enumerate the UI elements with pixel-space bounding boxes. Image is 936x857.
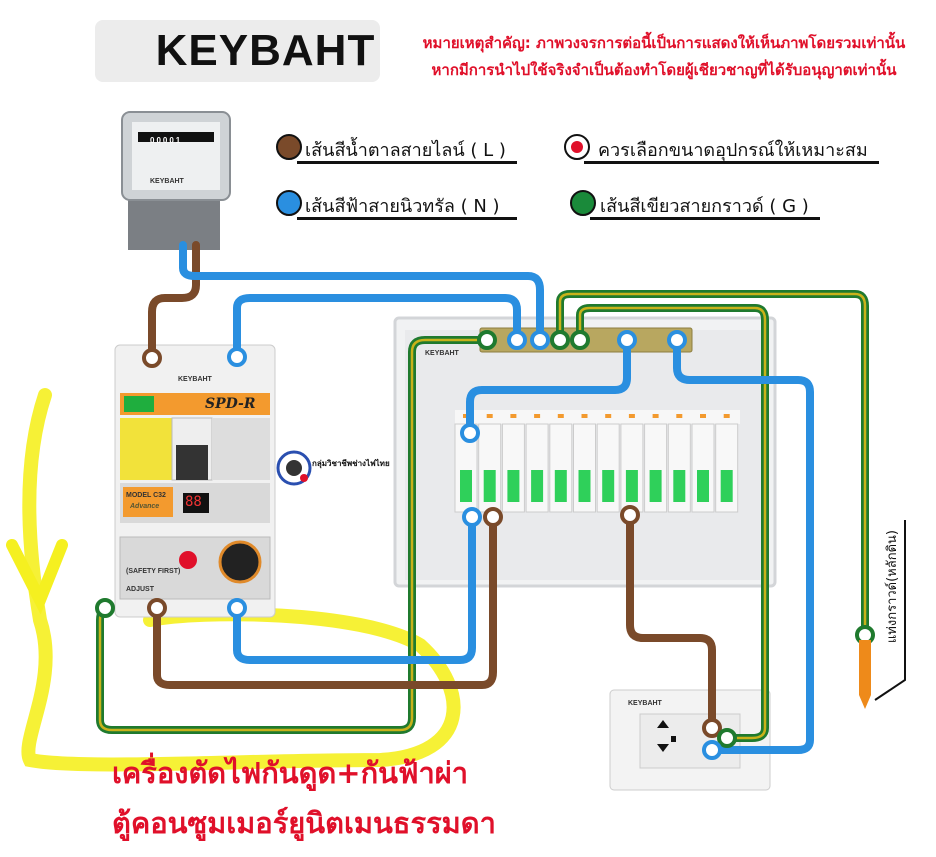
- circuit-breaker[interactable]: [644, 414, 668, 513]
- meter-body: [128, 195, 220, 250]
- legend-live: เส้นสีน้ำตาลสายไลน์ ( L ): [297, 135, 517, 164]
- ground-wire-busbar-outlet-stripe: [578, 306, 767, 740]
- circuit-breaker[interactable]: [620, 414, 644, 513]
- ground-rod-label: แท่งกราวด์(หลักดิน): [885, 530, 900, 644]
- important-note: หมายเหตุสำคัญ: ภาพวงจรการต่อนี้เป็นการแส…: [404, 30, 924, 84]
- note-line-1: หมายเหตุสำคัญ: ภาพวงจรการต่อนี้เป็นการแส…: [422, 34, 906, 52]
- circuit-breaker[interactable]: [525, 414, 549, 513]
- spd-adjust: ADJUST: [126, 586, 155, 593]
- circuit-breaker[interactable]: [691, 414, 715, 513]
- circuit-breaker[interactable]: [478, 414, 502, 513]
- wire-terminal: [507, 330, 527, 350]
- neutral-wire-busbar-outlet: [673, 336, 814, 754]
- live-wire-breaker-outlet: [626, 511, 716, 732]
- ground-rod: [859, 640, 871, 709]
- circuit-breaker[interactable]: [501, 414, 525, 513]
- neutral-wire-spd-breaker: [233, 513, 476, 664]
- circuit-breaker[interactable]: [596, 414, 620, 513]
- wire-terminal: [550, 330, 570, 350]
- wire-terminal: [667, 330, 687, 350]
- wire-terminal: [477, 330, 497, 350]
- wire-terminal: [620, 505, 640, 525]
- spd-display: 88: [185, 494, 202, 510]
- circuit-breaker[interactable]: [549, 414, 573, 513]
- spd-model-sub: Advance: [130, 503, 160, 510]
- circuit-breaker[interactable]: [715, 414, 739, 513]
- wire-terminal: [530, 330, 550, 350]
- legend-note: ควรเลือกขนาดอุปกรณ์ให้เหมาะสม: [584, 135, 879, 164]
- wire-terminal: [227, 598, 247, 618]
- brand-logo: KEYBAHT: [95, 20, 380, 82]
- spd-model: MODEL C32: [126, 492, 166, 499]
- legend-ground: เส้นสีเขียวสายกราวด์ ( G ): [590, 191, 820, 220]
- wire-terminal: [483, 507, 503, 527]
- wire-terminal: [717, 728, 737, 748]
- title-line-2: ตู้คอนซูมเมอร์ยูนิตเมนธรรมดา: [112, 806, 496, 840]
- wire-terminal: [147, 598, 167, 618]
- circuit-breaker[interactable]: [667, 414, 691, 513]
- legend-neutral: เส้นสีฟ้าสายนิวทรัล ( N ): [297, 191, 517, 220]
- meter-brand: KEYBAHT: [150, 178, 184, 185]
- neutral-wire-meter-busbar: [179, 241, 544, 344]
- cu-brand: KEYBAHT: [425, 350, 459, 357]
- adjust-dial: [218, 540, 262, 584]
- circuit-breaker[interactable]: [573, 414, 596, 513]
- spd-brand: KEYBAHT: [178, 376, 212, 383]
- meter-reading: 00001: [150, 136, 183, 145]
- breaker-row: [454, 414, 739, 513]
- live-wire-meter-spd: [148, 241, 200, 362]
- neutral-wire-spd-busbar: [233, 294, 521, 361]
- wire-terminal: [702, 740, 722, 760]
- wire-terminal: [142, 348, 162, 368]
- ground-wire-busbar-rod-stripe: [558, 292, 867, 637]
- wire-terminal: [570, 330, 590, 350]
- wire-terminal: [460, 423, 480, 443]
- spd-safety: (SAFETY FIRST): [126, 568, 181, 575]
- title-line-1: เครื่องตัดไฟกันดูด+กันฟ้าผ่า: [112, 756, 469, 790]
- note-line-2: หากมีการนำไปใช้จริงจำเป็นต้องทำโดยผู้เชี…: [431, 61, 897, 79]
- legend-blue-icon: [276, 190, 302, 216]
- wire-terminal: [617, 330, 637, 350]
- legend-brown-icon: [276, 134, 302, 160]
- spd-name: SPD-R: [205, 396, 256, 412]
- brand-name: KEYBAHT: [155, 26, 376, 75]
- neutral-wire-busbar-main: [466, 336, 631, 437]
- wire-terminal: [462, 507, 482, 527]
- outlet-brand: KEYBAHT: [628, 700, 662, 707]
- wire-terminal: [702, 718, 722, 738]
- live-wire-spd-breaker: [153, 513, 497, 689]
- legend-green-icon: [570, 190, 596, 216]
- wire-terminal: [227, 347, 247, 367]
- wire-terminal: [95, 598, 115, 618]
- socket-ground-hole: [671, 736, 676, 742]
- group-logo-text: กลุ่มวิชาชีพช่างไฟไทย: [312, 459, 390, 468]
- socket-hole-top: [657, 720, 669, 728]
- socket-hole-bottom: [657, 744, 669, 752]
- test-button: [179, 551, 197, 569]
- highlight-arrow: [6, 539, 68, 615]
- breaker-rail: [455, 410, 740, 424]
